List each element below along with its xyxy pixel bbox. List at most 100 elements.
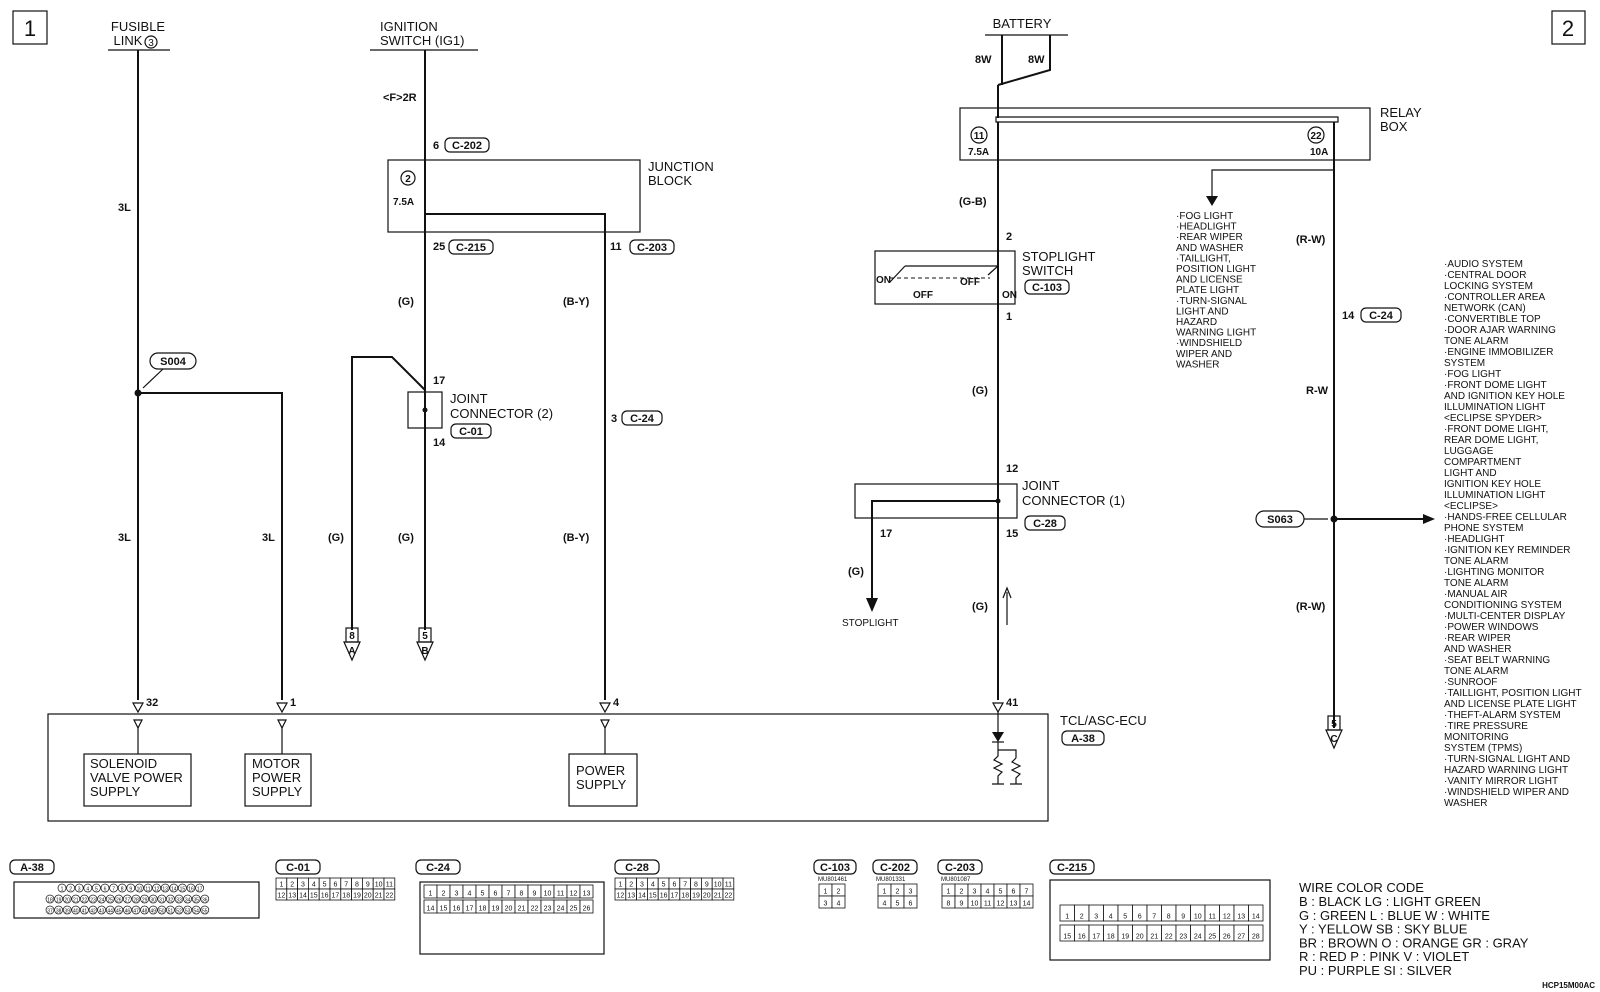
conn-c24-by: C-24 [630, 413, 655, 425]
connector-pin-number: 49 [150, 909, 156, 915]
connector-pin-cell [54, 894, 63, 904]
connector-pin-number: 26 [116, 898, 122, 904]
connector-pin-number: 9 [129, 887, 132, 893]
connector-pin-number: 13 [288, 893, 296, 900]
connector-pin-cell [169, 883, 179, 893]
connector-pin-number: 16 [321, 893, 329, 900]
conn-c24-by-tag [621, 410, 663, 426]
connector-pin-number: 8 [947, 901, 951, 908]
connector-pin-number: 12 [1223, 914, 1231, 921]
wire-g-jc1-out: (G) [848, 566, 864, 578]
system-list-item: ILLUMINATION LIGHT [1444, 490, 1546, 501]
wire-3l-right: 3L [262, 532, 275, 544]
ecu-pin-41-group: 41 [991, 697, 1022, 785]
connector-pin-cell [148, 894, 158, 904]
conn-view-c24-title: C-24 [426, 862, 451, 874]
wire-g-jc1-down: (G) [972, 601, 988, 613]
connector-pin-number: 4 [651, 882, 655, 889]
connector-pin-number: 18 [479, 906, 487, 913]
system-list-item: ·TIRE PRESSURE [1444, 721, 1528, 732]
connector-pin-number: 52 [176, 909, 182, 915]
offpage-b-letter: B [421, 646, 428, 657]
connector-pin-cell [831, 895, 846, 909]
fog-list-item: WIPER AND [1176, 349, 1232, 360]
jc1-pin-12: 12 [1006, 463, 1018, 475]
connector-pin-cell [191, 894, 201, 904]
junction-block-label-2: BLOCK [648, 173, 692, 188]
connector-pin-cell [200, 894, 210, 904]
splice-s004-label: S004 [160, 356, 187, 368]
connector-pin-number: 37 [47, 909, 53, 915]
connector-pin-number: 20 [1136, 934, 1144, 941]
system-list-item: TONE ALARM [1444, 556, 1508, 567]
ecu-pin-41: 41 [1006, 697, 1018, 709]
system-list-item: ·REAR WIPER [1444, 633, 1511, 644]
system-list: ·AUDIO SYSTEM·CENTRAL DOOR LOCKING SYSTE… [1444, 259, 1582, 809]
connector-pin-cell [117, 883, 127, 893]
jc1-pin-15: 15 [1006, 528, 1018, 540]
conn-view-c215-title: C-215 [1057, 862, 1087, 874]
system-list-item: <ECLIPSE SPYDER> [1444, 413, 1542, 424]
connector-pin-number: 34 [185, 898, 191, 904]
system-list-item: LUGGAGE [1444, 446, 1494, 457]
jb-pin-11: 11 [610, 241, 622, 253]
connector-pin-number: 51 [168, 909, 174, 915]
system-list-item: AND WASHER [1444, 644, 1511, 655]
conn-c28: C-28 [1033, 518, 1057, 530]
system-list-item: ·MANUAL AIR [1444, 589, 1508, 600]
connector-pin-number: 6 [909, 901, 913, 908]
relay-fuse-11-amp: 7.5A [968, 147, 989, 158]
conn-c103-tag [1024, 279, 1070, 295]
connector-pin-number: 4 [312, 882, 316, 889]
connector-pin-number: 2 [837, 889, 841, 896]
system-list-item: ·VANITY MIRROR LIGHT [1444, 776, 1558, 787]
connector-pin-number: 2 [960, 889, 964, 896]
connector-pin-number: 39 [64, 909, 70, 915]
relay-box-outline [959, 107, 1371, 161]
page-number-1: 1 [24, 16, 36, 41]
connector-pin-number: 14 [638, 893, 646, 900]
connector-pin-number: 3 [1094, 914, 1098, 921]
connector-pin-number: 7 [1025, 889, 1029, 896]
ecu-pin-1-arrow [275, 702, 289, 714]
connector-pin-number: 26 [1223, 934, 1231, 941]
connector-pin-number: 9 [533, 891, 537, 898]
stoplight-switch-label-1: STOPLIGHT [1022, 249, 1096, 264]
fog-list-item: HAZARD [1176, 317, 1217, 328]
connector-pin-number: 25 [1208, 934, 1216, 941]
connector-pin-cell [200, 905, 210, 915]
wire-3l-top: 3L [118, 202, 131, 214]
conn-view-c203-title: C-203 [945, 862, 975, 874]
connector-pin-cell [114, 894, 124, 904]
offpage-b-num: 5 [422, 631, 428, 642]
conn-view-c01-title: C-01 [286, 862, 310, 874]
fog-list-item: ·HEADLIGHT [1176, 222, 1237, 233]
fog-list-item: PLATE LIGHT [1176, 285, 1239, 296]
connector-pin-number: 54 [193, 909, 199, 915]
fog-list-item: ·TURN-SIGNAL [1176, 296, 1248, 307]
connector-pin-cell [71, 905, 81, 915]
s004-branch-wire [138, 392, 283, 700]
sw-off-right: OFF [960, 277, 980, 288]
conn-c215-tag [448, 239, 494, 255]
jc2-label-2: CONNECTOR (2) [450, 406, 553, 421]
connector-pin-number: 16 [1078, 934, 1086, 941]
connector-pin-cell [97, 905, 106, 915]
connector-pin-number: 21 [518, 906, 526, 913]
connector-pin-cell [178, 883, 187, 893]
connector-pin-cell [80, 905, 89, 915]
connector-pin-number: 18 [47, 898, 53, 904]
stoplight-switch-box [874, 250, 1016, 305]
connector-pin-number: 10 [544, 891, 552, 898]
connector-pin-cell [903, 895, 918, 909]
joint-connector-2-box [407, 391, 443, 429]
conn-view-c203-pn: MU801087 [941, 877, 971, 883]
ecu-pin-32: 32 [146, 697, 158, 709]
connector-pin-number: 5 [1123, 914, 1127, 921]
wire-g-ign-lower: (G) [398, 532, 414, 544]
conn-view-c28-tag [614, 859, 660, 875]
connector-pin-number: 36 [202, 898, 208, 904]
